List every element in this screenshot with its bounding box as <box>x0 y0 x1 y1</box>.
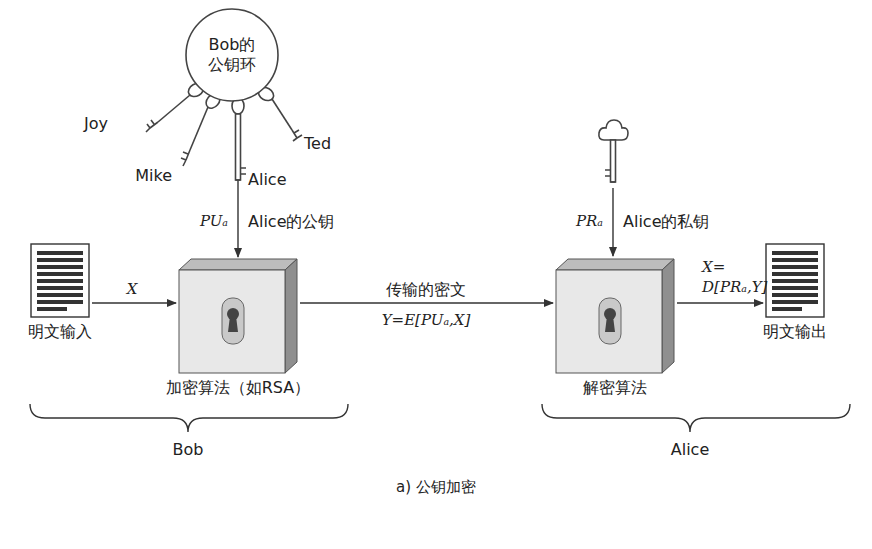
key-alice <box>232 98 246 180</box>
ciphertext-formula: Y=E[PUₐ,X] <box>382 311 471 329</box>
node-label: 明文输入 <box>10 322 110 342</box>
key-symbol: PUₐ <box>200 212 228 230</box>
arrow-connector <box>300 302 553 303</box>
decryption-algorithm: 解密算法 <box>530 258 700 398</box>
key-name: Alice的私钥 <box>623 212 709 231</box>
key-owner: Joy <box>84 114 108 133</box>
document-icon <box>30 243 90 318</box>
key-mike <box>181 91 223 166</box>
formula: X= <box>702 258 725 276</box>
node-label: 解密算法 <box>530 378 700 398</box>
key-joy <box>146 81 206 132</box>
key-ring: Bob的 公钥环 <box>184 7 280 103</box>
key-symbol: PRₐ <box>576 212 603 230</box>
private-key <box>599 120 628 256</box>
algorithm-box <box>178 258 298 374</box>
brace <box>542 404 850 432</box>
caption: a) 公钥加密 <box>396 478 476 496</box>
arrow-connector <box>92 302 176 303</box>
key-owner: Mike <box>135 166 172 185</box>
brace <box>30 404 348 432</box>
key-name: Alice的公钥 <box>248 212 334 231</box>
formula: D[PRₐ,Y] <box>702 278 767 296</box>
arrow-connector <box>677 302 763 303</box>
key-owner: Alice <box>248 170 286 189</box>
encryption-algorithm: 加密算法（如RSA） <box>153 258 323 398</box>
party-name: Bob <box>173 440 204 459</box>
edge-label: 传输的密文 <box>384 280 468 299</box>
key-ted <box>256 85 302 141</box>
key-owner: Ted <box>304 134 331 153</box>
document-icon <box>765 243 825 318</box>
algorithm-box <box>555 258 675 374</box>
party-name: Alice <box>671 440 709 459</box>
edge-label: X <box>125 280 140 298</box>
node-label: 加密算法（如RSA） <box>153 378 323 398</box>
node-label: 明文输出 <box>745 322 845 342</box>
plaintext-input: 明文输入 <box>10 243 110 342</box>
node-label: Bob的 公钥环 <box>203 35 261 75</box>
